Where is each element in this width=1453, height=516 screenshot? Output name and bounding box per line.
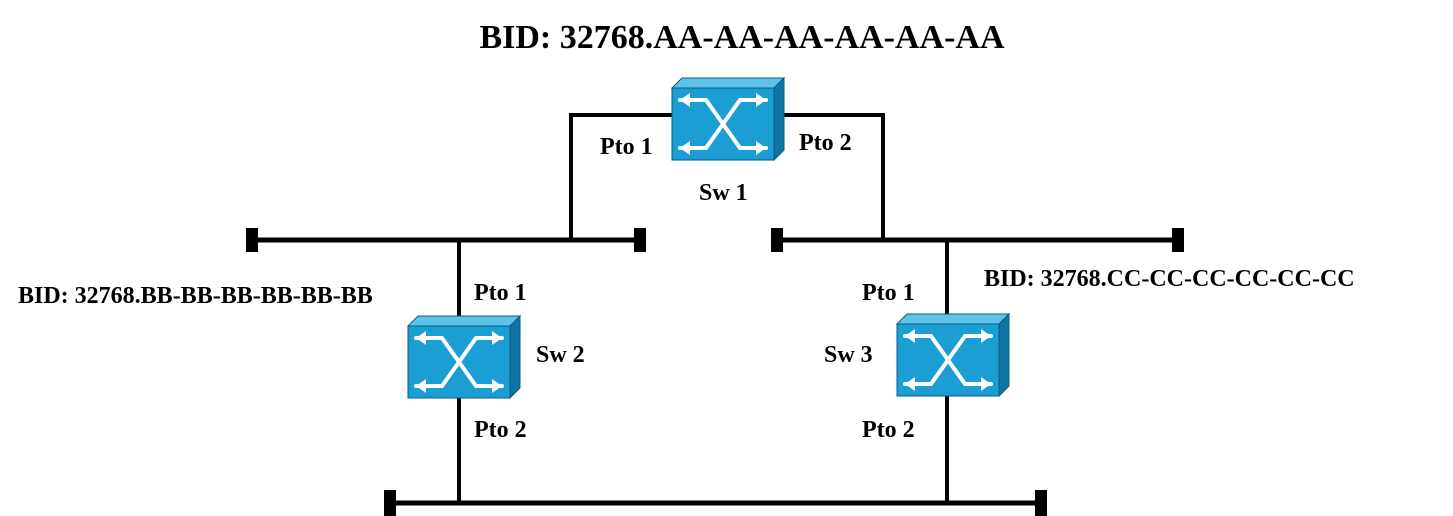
network-switch-icon xyxy=(406,314,522,400)
sw3-port1-label: Pto 1 xyxy=(862,280,915,306)
sw1-port1-label: Pto 1 xyxy=(600,134,653,160)
switch-sw1: Pto 1 Pto 2 Sw 1 xyxy=(600,76,852,206)
diagram-title: BID: 32768.AA-AA-AA-AA-AA-AA xyxy=(479,19,1004,56)
network-switch-icon xyxy=(895,312,1011,398)
bus-terminator xyxy=(384,490,396,516)
sw2-port2-label: Pto 2 xyxy=(474,417,527,443)
sw3-port2-label: Pto 2 xyxy=(862,417,915,443)
switch-sw3: BID: 32768.CC-CC-CC-CC-CC-CC Pto 1 Sw 3 … xyxy=(824,266,1355,443)
sw3-name-label: Sw 3 xyxy=(824,342,873,368)
bus-terminator xyxy=(771,228,783,252)
sw1-port2-label: Pto 2 xyxy=(799,130,852,156)
sw2-name-label: Sw 2 xyxy=(536,342,585,368)
switch-sw2: BID: 32768.BB-BB-BB-BB-BB-BB Pto 1 Sw 2 … xyxy=(18,280,585,443)
sw2-port1-label: Pto 1 xyxy=(474,280,527,306)
sw3-bid-label: BID: 32768.CC-CC-CC-CC-CC-CC xyxy=(984,266,1355,292)
link-sw1-pto1 xyxy=(569,113,672,240)
bus-terminator xyxy=(246,228,258,252)
sw1-name-label: Sw 1 xyxy=(699,180,748,206)
link-sw1-pto2 xyxy=(784,113,885,240)
sw2-bid-label: BID: 32768.BB-BB-BB-BB-BB-BB xyxy=(18,283,373,309)
network-switch-icon xyxy=(670,76,786,162)
bus-terminator xyxy=(1172,228,1184,252)
bus-terminator xyxy=(1035,490,1047,516)
bus-terminator xyxy=(634,228,646,252)
